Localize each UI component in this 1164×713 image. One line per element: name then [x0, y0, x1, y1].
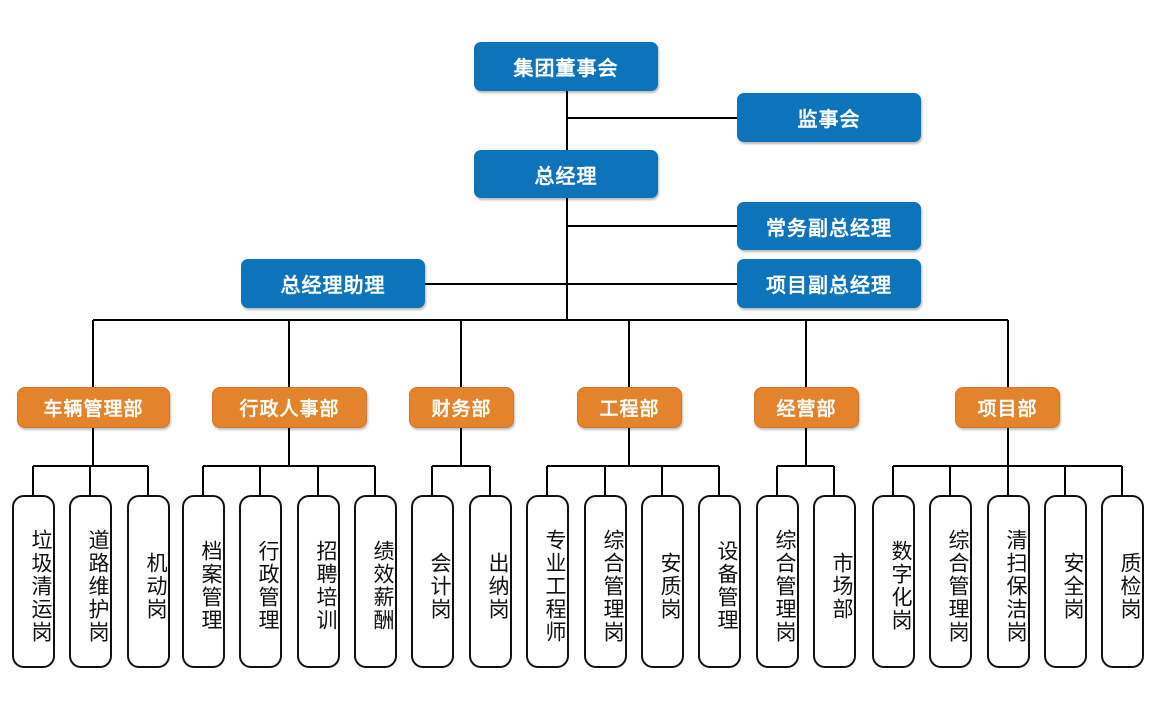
position-box[interactable]: 综合管理岗 — [756, 495, 799, 668]
node-general-manager[interactable]: 总经理 — [474, 150, 658, 198]
position-box[interactable]: 综合管理岗 — [584, 495, 627, 668]
position-box[interactable]: 出纳岗 — [469, 495, 512, 668]
department-finance[interactable]: 财务部 — [409, 387, 514, 428]
department-engineering[interactable]: 工程部 — [577, 387, 682, 428]
position-box[interactable]: 清扫保洁岗 — [987, 495, 1030, 668]
position-box[interactable]: 设备管理 — [698, 495, 741, 668]
node-exec-vice-general-manager[interactable]: 常务副总经理 — [737, 202, 921, 250]
position-box[interactable]: 行政管理 — [239, 495, 282, 668]
position-box[interactable]: 市场部 — [813, 495, 856, 668]
department-vehicle-management[interactable]: 车辆管理部 — [17, 387, 170, 428]
position-box[interactable]: 综合管理岗 — [929, 495, 972, 668]
position-box[interactable]: 专业工程师 — [526, 495, 569, 668]
position-box[interactable]: 数字化岗 — [872, 495, 915, 668]
department-project[interactable]: 项目部 — [955, 387, 1060, 428]
position-box[interactable]: 会计岗 — [411, 495, 454, 668]
position-box[interactable]: 绩效薪酬 — [354, 495, 397, 668]
position-box[interactable]: 招聘培训 — [297, 495, 340, 668]
node-supervisory-board[interactable]: 监事会 — [737, 93, 921, 142]
node-gm-assistant[interactable]: 总经理助理 — [241, 259, 425, 308]
department-admin-hr[interactable]: 行政人事部 — [212, 387, 367, 428]
position-box[interactable]: 安全岗 — [1044, 495, 1087, 668]
node-project-vice-general-manager[interactable]: 项目副总经理 — [737, 259, 921, 308]
department-operations[interactable]: 经营部 — [754, 387, 859, 428]
position-box[interactable]: 垃圾清运岗 — [12, 495, 55, 668]
position-box[interactable]: 安质岗 — [641, 495, 684, 668]
position-box[interactable]: 机动岗 — [127, 495, 170, 668]
position-box[interactable]: 道路维护岗 — [69, 495, 112, 668]
node-board[interactable]: 集团董事会 — [474, 42, 658, 91]
position-box[interactable]: 质检岗 — [1101, 495, 1144, 668]
position-box[interactable]: 档案管理 — [182, 495, 225, 668]
